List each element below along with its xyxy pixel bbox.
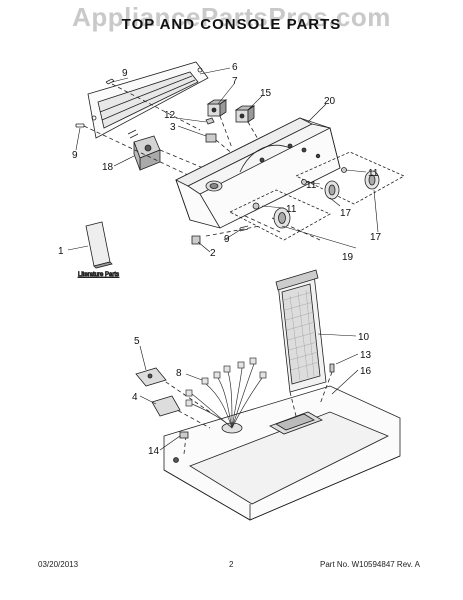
console-back-panel (87, 61, 209, 139)
knob-detail-box-19 (229, 189, 331, 241)
callout-10: 10 (358, 332, 370, 343)
footer-part-number: Part No. W10594847 Rev. A (320, 560, 420, 569)
callout-5: 5 (134, 336, 140, 347)
callout-14: 14 (148, 446, 160, 457)
knob-part-17-a (324, 180, 340, 200)
callout-leaders (67, 67, 379, 451)
callout-11-c: 11 (368, 168, 379, 179)
callout-2: 2 (210, 248, 216, 259)
screw-part-9-left (75, 123, 85, 128)
callout-18: 18 (102, 162, 114, 173)
callout-3: 3 (170, 122, 176, 133)
screw-part-9-top (105, 78, 115, 85)
clip-part-14 (179, 431, 189, 439)
switch-part-7 (206, 99, 228, 117)
callout-6: 6 (232, 62, 238, 73)
literature-parts-label: Literature Parts (78, 272, 119, 278)
wire-harness-part-8 (185, 357, 267, 429)
callout-9-left: 9 (72, 150, 78, 161)
timer-part-18 (127, 129, 161, 171)
callout-11-a: 11 (286, 204, 297, 215)
screw-part-9-bottom (239, 225, 249, 232)
lint-screen-part-10 (275, 269, 327, 393)
callout-16: 16 (360, 366, 372, 377)
callout-20: 20 (324, 96, 336, 107)
top-panel-part-16 (163, 385, 401, 521)
callout-13: 13 (360, 350, 372, 361)
callout-4: 4 (132, 392, 138, 403)
callout-11-b: 11 (306, 180, 317, 191)
literature-parts-book (85, 221, 113, 269)
footer-date: 03/20/2013 (38, 560, 79, 569)
page-title: TOP AND CONSOLE PARTS (121, 16, 342, 33)
callout-9-top: 9 (122, 68, 128, 79)
watermark: AppliancePartsPros.com (72, 2, 391, 32)
callout-numbers: 6 9 7 15 20 12 3 9 18 1 2 9 11 11 11 19 … (58, 62, 382, 457)
callout-1: 1 (58, 246, 64, 257)
spring-clip-part-11-a (252, 202, 260, 210)
callout-17-a: 17 (340, 208, 352, 219)
screw-part-13 (329, 363, 335, 373)
callout-8: 8 (176, 368, 182, 379)
clip-part-12 (205, 117, 215, 125)
callout-19: 19 (342, 252, 354, 263)
spring-clip-part-11-c (341, 167, 347, 173)
knob-part-17-b (364, 170, 380, 190)
bracket-part-5 (135, 367, 167, 387)
connector-part-3 (205, 133, 217, 143)
callout-15: 15 (260, 88, 272, 99)
callout-17-b: 17 (370, 232, 382, 243)
footer-page-number: 2 (229, 560, 234, 569)
bracket-part-4 (151, 395, 181, 417)
callout-7: 7 (232, 76, 238, 87)
knob-part-19 (273, 207, 291, 229)
callout-9-bottom: 9 (224, 234, 230, 245)
console-housing-part-20 (175, 117, 341, 229)
switch-part-15 (234, 105, 256, 123)
callout-12: 12 (164, 110, 176, 121)
